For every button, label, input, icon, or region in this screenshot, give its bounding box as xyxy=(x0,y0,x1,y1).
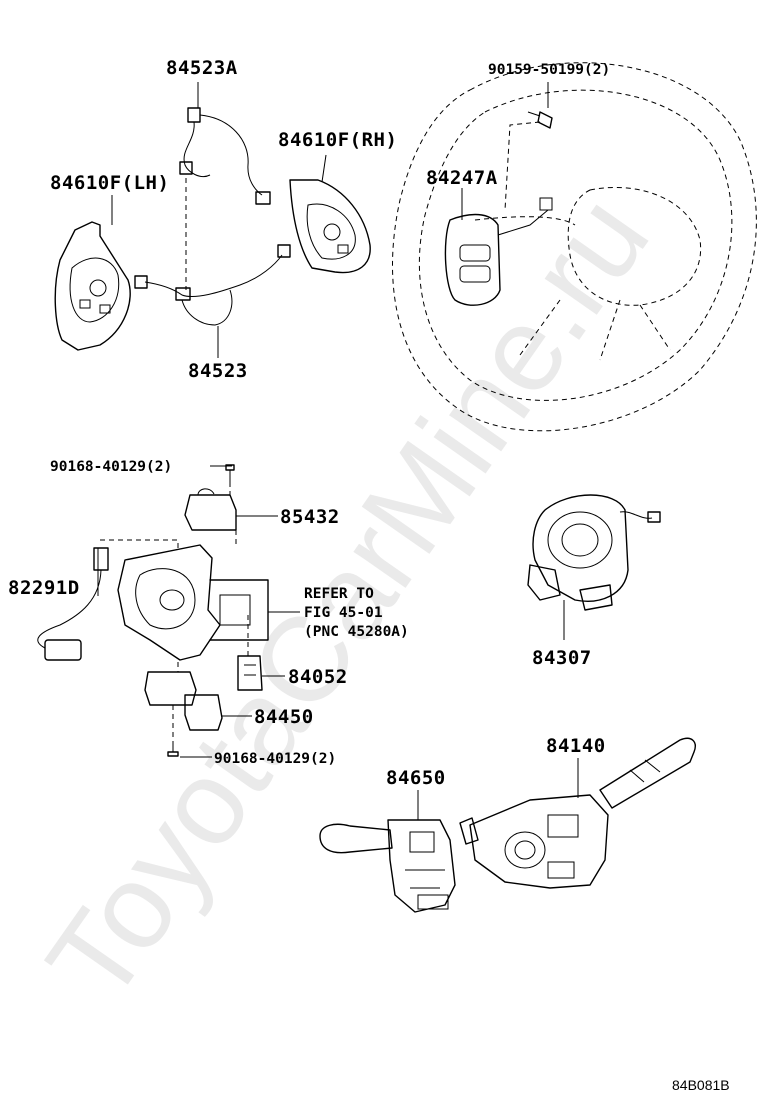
label-refer-line1: REFER TO xyxy=(304,586,374,602)
bolt-90159-illustration xyxy=(527,111,553,129)
label-84650: 84650 xyxy=(386,767,446,789)
sensor-85432-illustration xyxy=(184,488,237,531)
switch-84610F-RH-illustration xyxy=(289,179,371,274)
switch-84140-illustration xyxy=(459,737,696,889)
label-85432: 85432 xyxy=(280,506,340,528)
label-refer-line3: (PNC 45280A) xyxy=(304,624,409,640)
wire-82291D-illustration xyxy=(37,547,109,661)
label-84523: 84523 xyxy=(188,360,248,382)
switch-body-illustration xyxy=(117,544,269,661)
sensor-84450-illustration xyxy=(144,671,223,731)
label-84610F-LH: 84610F(LH) xyxy=(50,172,169,194)
label-refer-line2: FIG 45-01 xyxy=(304,605,383,621)
label-82291D: 82291D xyxy=(8,577,80,599)
wire-harness-84523-illustration xyxy=(134,244,291,326)
label-84523A: 84523A xyxy=(166,57,238,79)
spiral-cable-84307-illustration xyxy=(527,494,661,611)
switch-84650-illustration xyxy=(319,819,456,913)
diagram-code: 84B081B xyxy=(672,1077,730,1093)
label-84307: 84307 xyxy=(532,647,592,669)
screw-bottom-illustration xyxy=(167,744,179,757)
switch-84610F-LH-illustration xyxy=(54,221,131,351)
steering-wheel-illustration xyxy=(392,62,757,432)
label-90168-40129-top: 90168-40129(2) xyxy=(50,459,172,475)
label-84450: 84450 xyxy=(254,706,314,728)
connector-84052-illustration xyxy=(237,655,263,691)
wire-harness-84523A-illustration xyxy=(179,107,271,205)
screw-top-illustration xyxy=(225,464,235,482)
switch-84247A-illustration xyxy=(444,197,553,306)
label-90168-40129-bottom: 90168-40129(2) xyxy=(214,751,336,767)
label-84052: 84052 xyxy=(288,666,348,688)
label-84610F-RH: 84610F(RH) xyxy=(278,129,397,151)
label-90159-50199: 90159-50199(2) xyxy=(488,62,610,78)
label-84140: 84140 xyxy=(546,735,606,757)
label-84247A: 84247A xyxy=(426,167,498,189)
